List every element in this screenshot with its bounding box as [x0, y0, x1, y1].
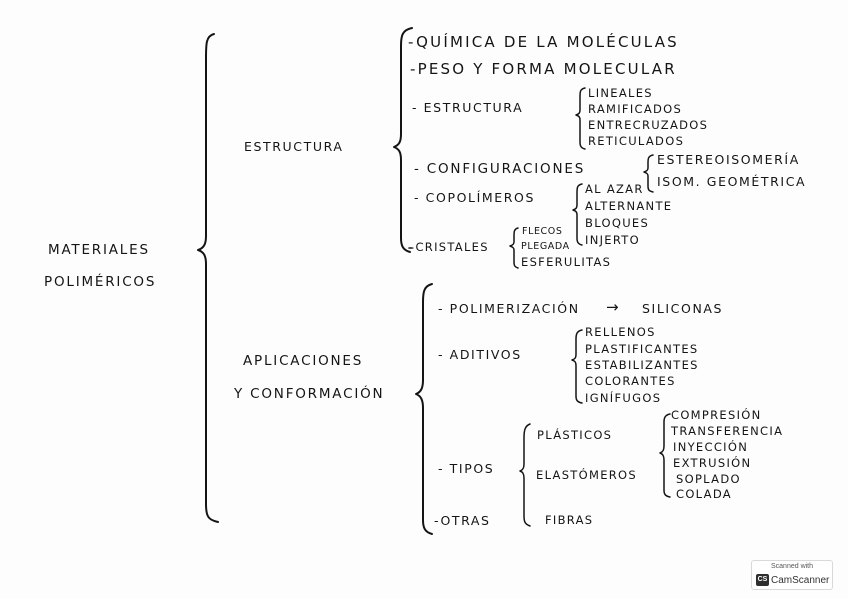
chemistry-item: -QUÍMICA DE LA MOLÉCULAS [408, 33, 679, 51]
watermark-name: CamScanner [771, 575, 830, 586]
applications-label-line2: Y CONFORMACIÓN [234, 386, 385, 402]
copolymer-type-item: ALTERNANTE [585, 199, 673, 213]
configurations-item: - CONFIGURACIONES [414, 161, 586, 177]
weight-shape-item: -PESO Y FORMA MOLECULAR [410, 60, 677, 78]
others-item: -OTRAS [434, 513, 491, 528]
types-item: - TIPOS [438, 461, 495, 476]
structure-brace [393, 27, 413, 253]
type-list-item: ELASTÓMEROS [536, 468, 638, 482]
crystal-types-brace [509, 227, 519, 269]
crystal-type-item: ESFERULITAS [521, 255, 612, 269]
type-list-item: PLÁSTICOS [537, 428, 613, 442]
root-label-line1: MATERIALES [48, 242, 150, 258]
copolymer-type-item: AL AZAR [585, 182, 644, 196]
structure-type-item: RETICULADOS [588, 134, 685, 148]
structure-type-item: ENTRECRUZADOS [588, 118, 709, 132]
structure-types-brace [575, 87, 586, 150]
process-item: SOPLADO [676, 472, 741, 486]
additive-types-brace [571, 329, 583, 404]
additives-item: - ADITIVOS [438, 347, 522, 362]
structure-type-item: LINEALES [588, 86, 653, 100]
structure-item: - ESTRUCTURA [412, 100, 524, 115]
additive-type-item: PLASTIFICANTES [585, 342, 699, 356]
process-item: COLADA [676, 487, 732, 501]
polymerization-result: SILICONAS [642, 301, 724, 316]
structure-label: ESTRUCTURA [244, 139, 344, 154]
configuration-type-item: ISOM. GEOMÉTRICA [657, 174, 807, 189]
configuration-types-brace [643, 154, 654, 193]
main-brace [197, 33, 219, 523]
applications-brace [415, 283, 433, 535]
processes-brace [659, 413, 671, 498]
watermark-caption: Scanned with [770, 563, 814, 570]
configuration-type-item: ESTEREOISOMERÍA [657, 152, 800, 167]
polymerization-arrow: → [606, 298, 621, 316]
copolymer-type-item: INJERTO [585, 233, 640, 247]
process-item: INYECCIÓN [673, 440, 749, 454]
types-brace [519, 423, 531, 527]
camscanner-logo-icon: CS [756, 574, 769, 586]
camscanner-watermark: Scanned with CS CamScanner [751, 560, 833, 590]
root-label-line2: POLIMÉRICOS [44, 274, 157, 290]
polymerization-item: - POLIMERIZACIÓN [438, 301, 580, 316]
crystal-type-item: PLEGADA [521, 241, 570, 252]
applications-label-line1: APLICACIONES [243, 353, 364, 369]
process-item: COMPRESIÓN [671, 408, 762, 422]
copolymer-type-item: BLOQUES [585, 216, 650, 230]
crystal-type-item: FLECOS [522, 226, 563, 237]
process-item: EXTRUSIÓN [673, 456, 752, 470]
additive-type-item: IGNÍFUGOS [585, 391, 662, 405]
process-item: TRANSFERENCIA [671, 424, 784, 438]
additive-type-item: ESTABILIZANTES [585, 358, 699, 372]
additive-type-item: RELLENOS [585, 325, 656, 339]
copolymers-item: - COPOLÍMEROS [414, 190, 536, 205]
structure-type-item: RAMIFICADOS [588, 102, 683, 116]
crystals-item: -CRISTALES [410, 240, 489, 254]
copolymer-types-brace [572, 183, 583, 246]
additive-type-item: COLORANTES [585, 374, 676, 388]
type-list-item: FIBRAS [545, 513, 594, 527]
